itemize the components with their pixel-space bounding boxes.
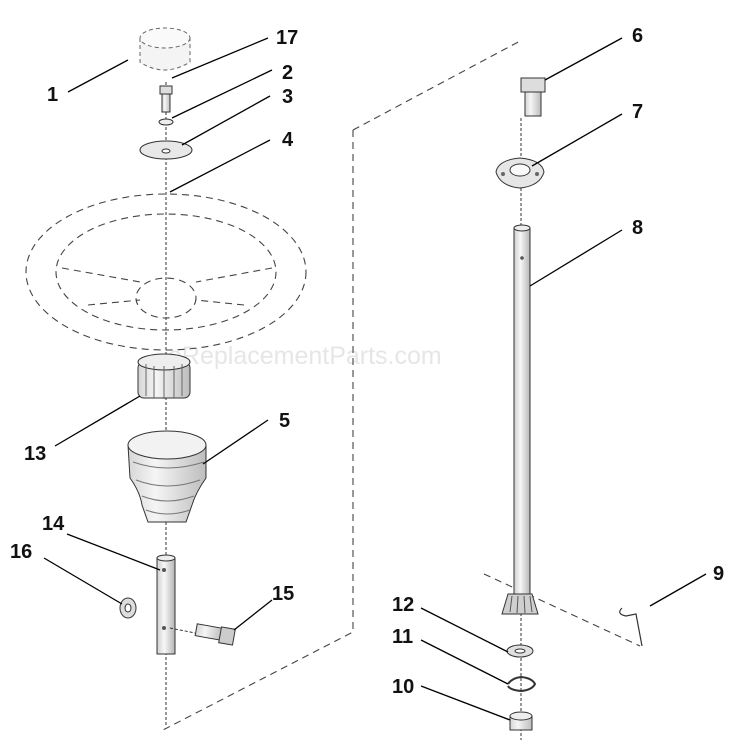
bolt-icon xyxy=(520,77,546,117)
callout-1: 1 xyxy=(47,84,58,106)
callout-6: 6 xyxy=(632,25,643,47)
callout-2: 2 xyxy=(282,62,293,84)
bushing-icon xyxy=(509,711,533,731)
splined-hub-icon xyxy=(137,353,191,399)
cotter-pin-icon xyxy=(619,607,643,647)
shaft-icon xyxy=(156,554,176,655)
callout-15: 15 xyxy=(272,583,294,605)
callout-9: 9 xyxy=(713,563,724,585)
pinion-gear-icon xyxy=(501,593,539,615)
callout-14: 14 xyxy=(42,513,65,535)
boot-cover-icon xyxy=(127,430,207,523)
panel-outline xyxy=(162,39,641,731)
callout-13: 13 xyxy=(24,443,46,465)
retaining-ring-icon xyxy=(507,675,537,693)
callout-5: 5 xyxy=(279,410,290,432)
callout-11: 11 xyxy=(392,626,413,648)
callout-8: 8 xyxy=(632,217,643,239)
washer-icon xyxy=(506,644,534,658)
steering-wheel-icon xyxy=(25,193,307,351)
cap-icon xyxy=(139,27,191,71)
flat-washer-icon xyxy=(139,140,193,160)
nut-icon xyxy=(119,597,137,619)
callout-7: 7 xyxy=(632,101,643,123)
callout-3: 3 xyxy=(282,86,293,108)
lock-washer-icon xyxy=(158,118,174,126)
callout-17: 17 xyxy=(276,27,298,49)
steering-shaft-icon xyxy=(513,224,531,597)
bolt-icon xyxy=(159,85,173,113)
callout-4: 4 xyxy=(282,129,294,151)
callout-12: 12 xyxy=(392,594,414,616)
bolt-icon xyxy=(169,623,236,646)
watermark-text: eReplacementParts.com xyxy=(168,342,442,370)
callout-10: 10 xyxy=(392,676,414,698)
leader-lines xyxy=(43,37,707,721)
callout-16: 16 xyxy=(10,541,32,563)
